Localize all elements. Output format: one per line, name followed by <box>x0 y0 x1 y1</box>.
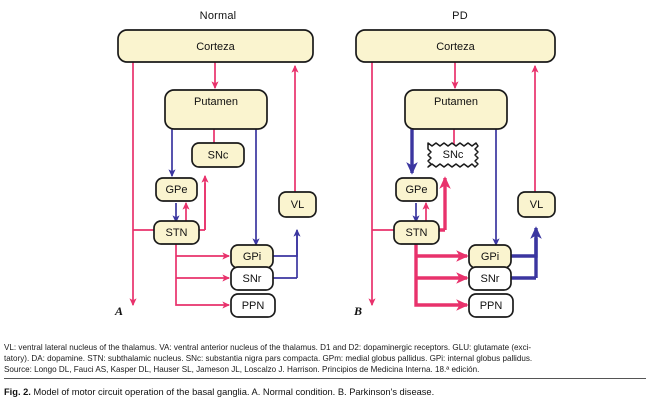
basal-ganglia-diagram: Corteza Putamen SNc GPe STN VL GPi SNr P… <box>114 29 556 318</box>
panel-title-pd: PD <box>452 10 468 22</box>
node-label-ppn-normal: PPN <box>242 300 265 312</box>
node-stn-pd[interactable] <box>393 220 440 245</box>
node-label-gpi-normal: GPi <box>243 251 261 263</box>
node-label-vl-normal: VL <box>291 199 304 211</box>
node-label-gpe-pd: GPe <box>405 184 427 196</box>
node-ppn-normal[interactable] <box>230 293 276 318</box>
node-label-putamen-pd: Putamen <box>434 96 478 108</box>
node-gpe-normal[interactable] <box>155 177 198 202</box>
footnote-line-2: tatory). DA: dopamine. STN: subthalamic … <box>4 354 533 364</box>
node-label-stn-normal: STN <box>166 227 188 239</box>
node-gpe-pd[interactable] <box>395 177 438 202</box>
node-vl-normal[interactable] <box>278 191 317 218</box>
node-label-stn-pd: STN <box>406 227 428 239</box>
node-label-cortex-normal: Corteza <box>196 41 235 53</box>
path-stn-ppn-pd <box>414 241 469 311</box>
node-label-snc-normal: SNc <box>208 149 229 161</box>
node-ppn-pd[interactable] <box>468 293 514 318</box>
node-snc-pd-degenerated[interactable] <box>427 142 479 168</box>
node-label-snr-normal: SNr <box>243 273 262 285</box>
node-stn-normal[interactable] <box>153 220 200 245</box>
panel-pd: Corteza Putamen SNc GPe STN VL GPi SNr P… <box>353 29 556 318</box>
node-snc-normal[interactable] <box>191 142 245 168</box>
node-snr-normal[interactable] <box>230 266 274 291</box>
node-label-vl-pd: VL <box>530 199 543 211</box>
panel-letter-b: B <box>353 304 362 318</box>
footnote-line-1: VL: ventral lateral nucleus of the thala… <box>4 343 532 352</box>
path-gpi-vl-pd <box>510 238 538 258</box>
node-putamen-normal[interactable] <box>164 89 268 130</box>
figure-footnote: VL: ventral lateral nucleus of the thala… <box>4 342 646 375</box>
node-cortex-normal[interactable] <box>117 29 314 63</box>
node-label-ppn-pd: PPN <box>480 300 503 312</box>
node-putamen-pd[interactable] <box>404 89 508 130</box>
node-label-snc-pd: SNc <box>443 149 464 161</box>
nodes-pd: Corteza Putamen SNc GPe STN VL GPi SNr P… <box>355 29 556 318</box>
path-stn-ppn <box>175 240 231 309</box>
nodes-normal: Corteza Putamen SNc GPe STN VL GPi SNr P… <box>117 29 317 318</box>
figure-number: Fig. 2. <box>4 387 31 397</box>
node-vl-pd[interactable] <box>517 191 556 218</box>
footnote-line-3: Source: Longo DL, Fauci AS, Kasper DL, H… <box>4 365 480 375</box>
node-snr-pd[interactable] <box>468 266 512 291</box>
panel-letter-a: A <box>114 304 123 318</box>
figure-caption: Fig. 2. Model of motor circuit operation… <box>4 386 646 398</box>
panel-title-normal: Normal <box>199 10 237 22</box>
inhibitory-paths-pd-enhanced <box>406 129 542 280</box>
figure-caption-text: Model of motor circuit operation of the … <box>33 387 435 397</box>
node-label-gpe-normal: GPe <box>165 184 187 196</box>
panel-normal: Corteza Putamen SNc GPe STN VL GPi SNr P… <box>114 29 317 318</box>
node-label-cortex-pd: Corteza <box>436 41 475 53</box>
caption-divider <box>4 378 646 379</box>
node-label-snr-pd: SNr <box>481 273 500 285</box>
node-label-putamen-normal: Putamen <box>194 96 238 108</box>
node-cortex-pd[interactable] <box>355 29 556 63</box>
node-label-gpi-pd: GPi <box>481 251 499 263</box>
path-gpi-vl <box>272 235 298 257</box>
